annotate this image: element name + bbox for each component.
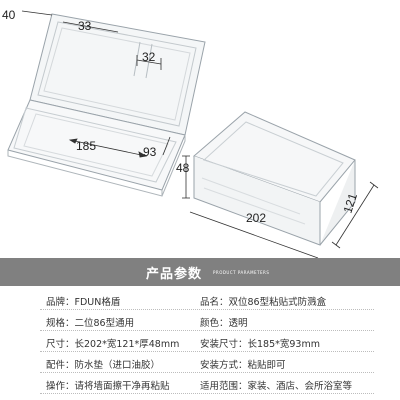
dim-open-inner-width: 33 [78, 19, 92, 33]
spec-row: 操作：请将墙面擦干净再粘贴 适用范围：家装、酒店、会所浴室等 [0, 373, 400, 394]
params-banner: 产品参数 PRODUCT PARAMETERS [0, 258, 400, 286]
dim-open-depth: 93 [143, 145, 157, 159]
spec-usage: 适用范围：家装、酒店、会所浴室等 [200, 381, 353, 392]
spec-row: 品牌：FDUN格盾 品名：双位86型粘贴式防溅盒 [0, 289, 400, 310]
closed-splash-box [193, 111, 356, 246]
spec-operation: 操作：请将墙面擦干净再粘贴 [46, 381, 170, 392]
spec-accessory: 配件：防水垫（进口油胶） [46, 360, 161, 371]
dim-closed-width: 121 [341, 191, 361, 215]
spec-install-method: 安装方式：粘贴即可 [200, 360, 286, 371]
row-divider [40, 330, 374, 331]
row-divider [40, 372, 374, 373]
dim-closed-height: 48 [176, 161, 190, 175]
dim-open-slot-width: 32 [142, 50, 156, 64]
row-divider [40, 393, 374, 394]
dimension-labels: 40 33 32 185 93 48 202 121 [2, 8, 360, 225]
spec-install-size: 安装尺寸：长185*宽93mm [200, 339, 320, 350]
spec-row: 配件：防水垫（进口油胶） 安装方式：粘贴即可 [0, 352, 400, 373]
dim-open-top-width: 40 [2, 8, 16, 22]
row-divider [40, 309, 374, 310]
open-splash-box [7, 13, 206, 197]
product-figure: 40 33 32 185 93 48 202 121 [2, 8, 379, 258]
spec-table: 品牌：FDUN格盾 品名：双位86型粘贴式防溅盒 规格：二位86型通用 颜色：透… [0, 289, 400, 394]
dim-open-length: 185 [76, 139, 96, 153]
dimension-lines [21, 10, 379, 258]
dim-closed-length: 202 [246, 211, 266, 225]
spec-brand: 品牌：FDUN格盾 [46, 297, 121, 308]
spec-color: 颜色：透明 [200, 318, 248, 329]
spec-standard: 规格：二位86型通用 [46, 318, 135, 329]
params-title: 产品参数 [146, 267, 203, 282]
row-divider [40, 351, 374, 352]
spec-size: 尺寸：长202*宽121*厚48mm [46, 339, 180, 350]
spec-product-name: 品名：双位86型粘贴式防溅盒 [200, 297, 327, 308]
spec-row: 尺寸：长202*宽121*厚48mm 安装尺寸：长185*宽93mm [0, 331, 400, 352]
spec-row: 规格：二位86型通用 颜色：透明 [0, 310, 400, 331]
params-subtitle: PRODUCT PARAMETERS [213, 270, 270, 275]
